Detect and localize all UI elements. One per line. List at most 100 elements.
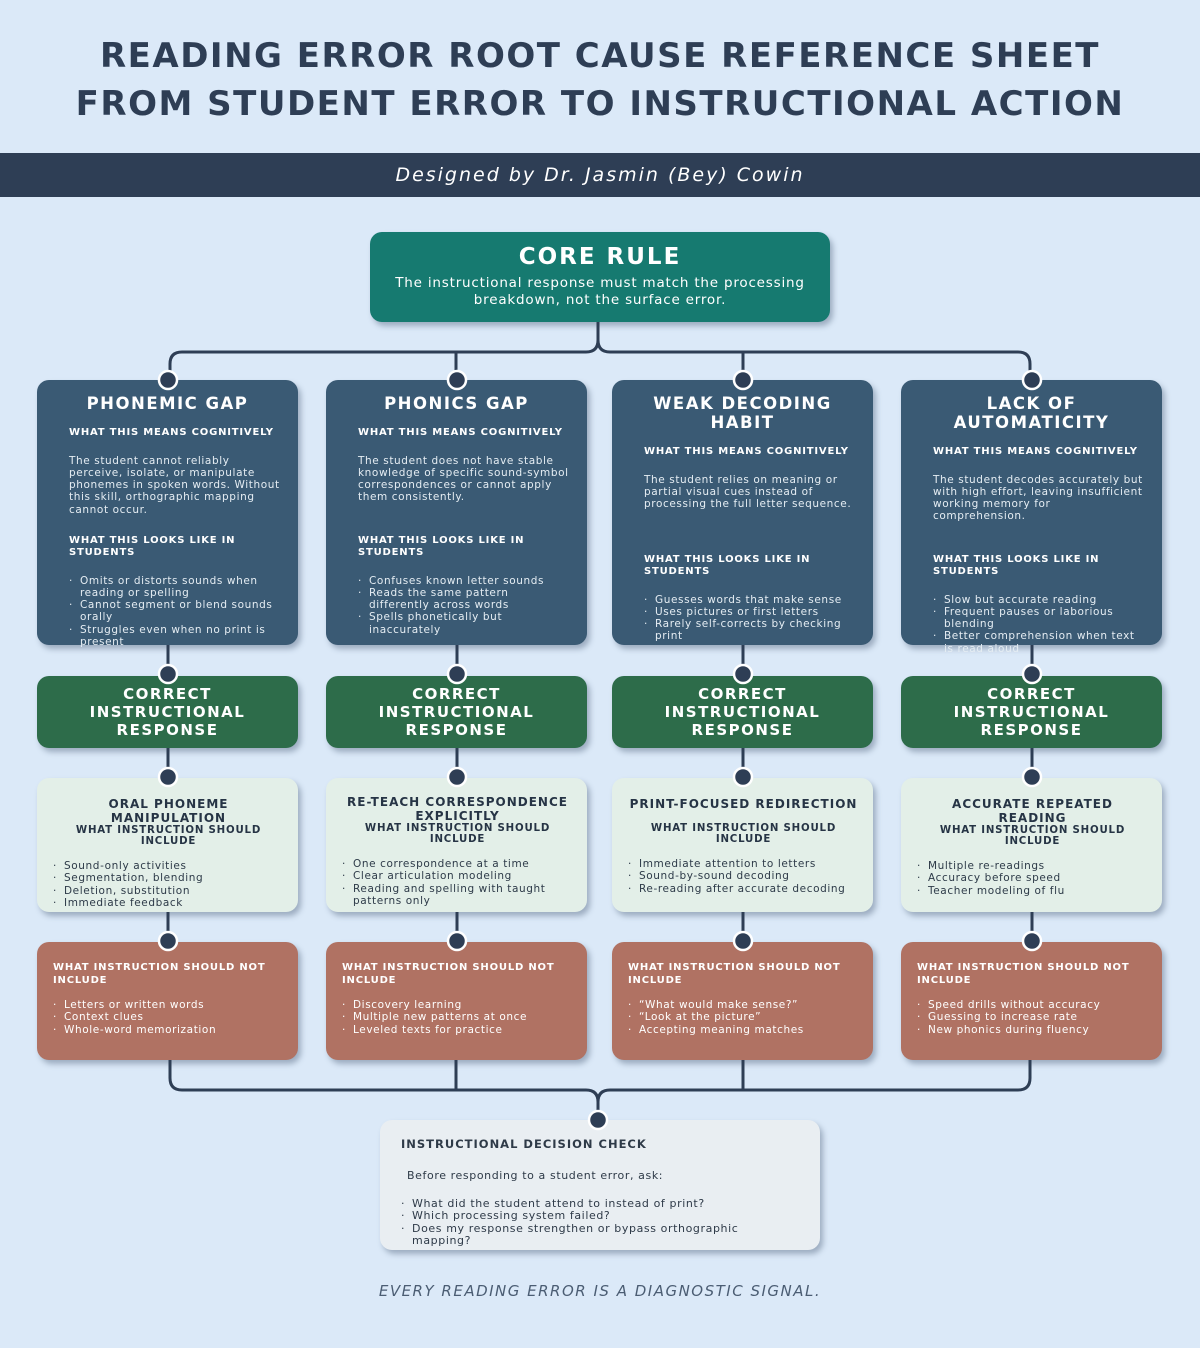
connector-line (168, 1060, 600, 1120)
means-label: WHAT THIS MEANS COGNITIVELY (644, 446, 849, 457)
list-item: Guessing to increase rate (917, 1011, 1148, 1024)
title-line-2: FROM STUDENT ERROR TO INSTRUCTIONAL ACTI… (75, 84, 1125, 124)
list-item: Immediate feedback (53, 897, 284, 910)
include-list: Sound-only activitiesSegmentation, blend… (53, 860, 284, 909)
include-list: Multiple re-readingsAccuracy before spee… (917, 860, 1148, 897)
root-cause-title: LACK OF AUTOMATICITY (953, 394, 1110, 432)
approach-title: ORAL PHONEME MANIPULATION (108, 797, 229, 825)
approach-title: ACCURATE REPEATED READING (952, 797, 1113, 825)
looks-list: Confuses known letter soundsReads the sa… (358, 575, 569, 636)
not-include-label: WHAT INSTRUCTION SHOULD NOT INCLUDE (917, 962, 1130, 986)
list-item: Re-reading after accurate decoding (628, 883, 859, 896)
approach-title: PRINT-FOCUSED REDIRECTION (629, 797, 858, 811)
list-item: Slow but accurate reading (933, 594, 1144, 607)
include-label: WHAT INSTRUCTION SHOULD INCLUDE (939, 825, 1126, 847)
looks-list: Slow but accurate readingFrequent pauses… (933, 594, 1144, 655)
include-list: Immediate attention to lettersSound-by-s… (628, 858, 859, 895)
list-item: Accepting meaning matches (628, 1024, 859, 1037)
list-item: Teacher modeling of flu (917, 885, 1148, 898)
not-include-card: WHAT INSTRUCTION SHOULD NOT INCLUDE Disc… (326, 942, 587, 1060)
not-include-list: “What would make sense?”“Look at the pic… (628, 999, 859, 1036)
list-item: Clear articulation modeling (342, 870, 573, 883)
not-include-card: WHAT INSTRUCTION SHOULD NOT INCLUDE Lett… (37, 942, 298, 1060)
root-cause-card: LACK OF AUTOMATICITY WHAT THIS MEANS COG… (901, 380, 1162, 655)
decision-check-heading: INSTRUCTIONAL DECISION CHECK (401, 1137, 647, 1151)
list-item: New phonics during fluency (917, 1024, 1148, 1037)
core-rule-text: The instructional response must match th… (395, 275, 805, 308)
list-item: Rarely self-corrects by checking print (644, 618, 855, 643)
response-header: CORRECT INSTRUCTIONAL RESPONSE (612, 676, 873, 748)
include-card: ACCURATE REPEATED READING WHAT INSTRUCTI… (901, 778, 1162, 912)
root-cause-card: PHONEMIC GAP WHAT THIS MEANS COGNITIVELY… (37, 380, 298, 648)
not-include-card: WHAT INSTRUCTION SHOULD NOT INCLUDE “Wha… (612, 942, 873, 1060)
response-header: CORRECT INSTRUCTIONAL RESPONSE (326, 676, 587, 748)
looks-list: Omits or distorts sounds when reading or… (69, 575, 280, 649)
connector-line (596, 339, 1032, 380)
approach-title: RE-TEACH CORRESPONDENCE EXPLICITLY (347, 795, 568, 823)
question: What did the student attend to instead o… (401, 1197, 800, 1210)
means-text: The student decodes accurately but with … (933, 473, 1143, 523)
list-item: Omits or distorts sounds when reading or… (69, 575, 280, 600)
not-include-label: WHAT INSTRUCTION SHOULD NOT INCLUDE (628, 962, 841, 986)
decision-check-questions: What did the student attend to instead o… (401, 1197, 800, 1248)
include-card: ORAL PHONEME MANIPULATION WHAT INSTRUCTI… (37, 778, 298, 912)
list-item: Multiple re-readings (917, 860, 1148, 873)
root-cause-title: PHONICS GAP (384, 394, 529, 413)
list-item: “Look at the picture” (628, 1011, 859, 1024)
not-include-label: WHAT INSTRUCTION SHOULD NOT INCLUDE (53, 962, 266, 986)
include-card: PRINT-FOCUSED REDIRECTION WHAT INSTRUCTI… (612, 778, 873, 912)
looks-list: Guesses words that make senseUses pictur… (644, 594, 855, 643)
core-rule-box: CORE RULE The instructional response mus… (370, 232, 830, 322)
not-include-card: WHAT INSTRUCTION SHOULD NOT INCLUDE Spee… (901, 942, 1162, 1060)
looks-label: WHAT THIS LOOKS LIKE IN STUDENTS (933, 553, 1100, 578)
question: Does my response strengthen or bypass or… (401, 1222, 800, 1248)
list-item: Multiple new patterns at once (342, 1011, 573, 1024)
means-text: The student does not have stable knowled… (358, 454, 569, 504)
root-cause-title: PHONEMIC GAP (86, 394, 249, 413)
not-include-list: Speed drills without accuracyGuessing to… (917, 999, 1148, 1036)
not-include-list: Discovery learningMultiple new patterns … (342, 999, 573, 1036)
list-item: Immediate attention to letters (628, 858, 859, 871)
not-include-list: Letters or written wordsContext cluesWho… (53, 999, 284, 1036)
connector-line (168, 322, 600, 380)
list-item: Reading and spelling with taught pattern… (342, 883, 573, 908)
list-item: Accuracy before speed (917, 872, 1148, 885)
looks-label: WHAT THIS LOOKS LIKE IN STUDENTS (644, 553, 811, 578)
means-label: WHAT THIS MEANS COGNITIVELY (358, 427, 563, 438)
include-list: One correspondence at a timeClear articu… (342, 858, 573, 907)
looks-label: WHAT THIS LOOKS LIKE IN STUDENTS (69, 534, 236, 559)
core-rule-heading: CORE RULE (518, 244, 682, 270)
list-item: Letters or written words (53, 999, 284, 1012)
decision-check-box: INSTRUCTIONAL DECISION CHECK Before resp… (380, 1120, 820, 1250)
list-item: Discovery learning (342, 999, 573, 1012)
list-item: One correspondence at a time (342, 858, 573, 871)
list-item: Confuses known letter sounds (358, 575, 569, 588)
list-item: Whole-word memorization (53, 1024, 284, 1037)
include-label: WHAT INSTRUCTION SHOULD INCLUDE (364, 823, 551, 845)
list-item: Spells phonetically but inaccurately (358, 611, 569, 636)
list-item: Segmentation, blending (53, 872, 284, 885)
include-card: RE-TEACH CORRESPONDENCE EXPLICITLY WHAT … (326, 778, 587, 912)
decision-check-intro: Before responding to a student error, as… (407, 1169, 664, 1182)
list-item: Better comprehension when text is read a… (933, 630, 1144, 655)
means-text: The student cannot reliably perceive, is… (69, 454, 280, 516)
response-header: CORRECT INSTRUCTIONAL RESPONSE (901, 676, 1162, 748)
designer-banner: Designed by Dr. Jasmin (Bey) Cowin (0, 153, 1200, 197)
include-label: WHAT INSTRUCTION SHOULD INCLUDE (650, 823, 837, 845)
list-item: Frequent pauses or laborious blending (933, 606, 1144, 631)
list-item: Cannot segment or blend sounds orally (69, 599, 280, 624)
response-header: CORRECT INSTRUCTIONAL RESPONSE (37, 676, 298, 748)
means-text: The student relies on meaning or partial… (644, 473, 852, 511)
means-label: WHAT THIS MEANS COGNITIVELY (69, 427, 274, 438)
list-item: Context clues (53, 1011, 284, 1024)
question: Which processing system failed? (401, 1209, 800, 1222)
list-item: Speed drills without accuracy (917, 999, 1148, 1012)
include-label: WHAT INSTRUCTION SHOULD INCLUDE (75, 825, 262, 847)
list-item: Guesses words that make sense (644, 594, 855, 607)
root-cause-card: WEAK DECODING HABIT WHAT THIS MEANS COGN… (612, 380, 873, 645)
list-item: Sound-only activities (53, 860, 284, 873)
looks-label: WHAT THIS LOOKS LIKE IN STUDENTS (358, 534, 525, 559)
list-item: Sound-by-sound decoding (628, 870, 859, 883)
list-item: “What would make sense?” (628, 999, 859, 1012)
root-cause-card: PHONICS GAP WHAT THIS MEANS COGNITIVELY … (326, 380, 587, 645)
